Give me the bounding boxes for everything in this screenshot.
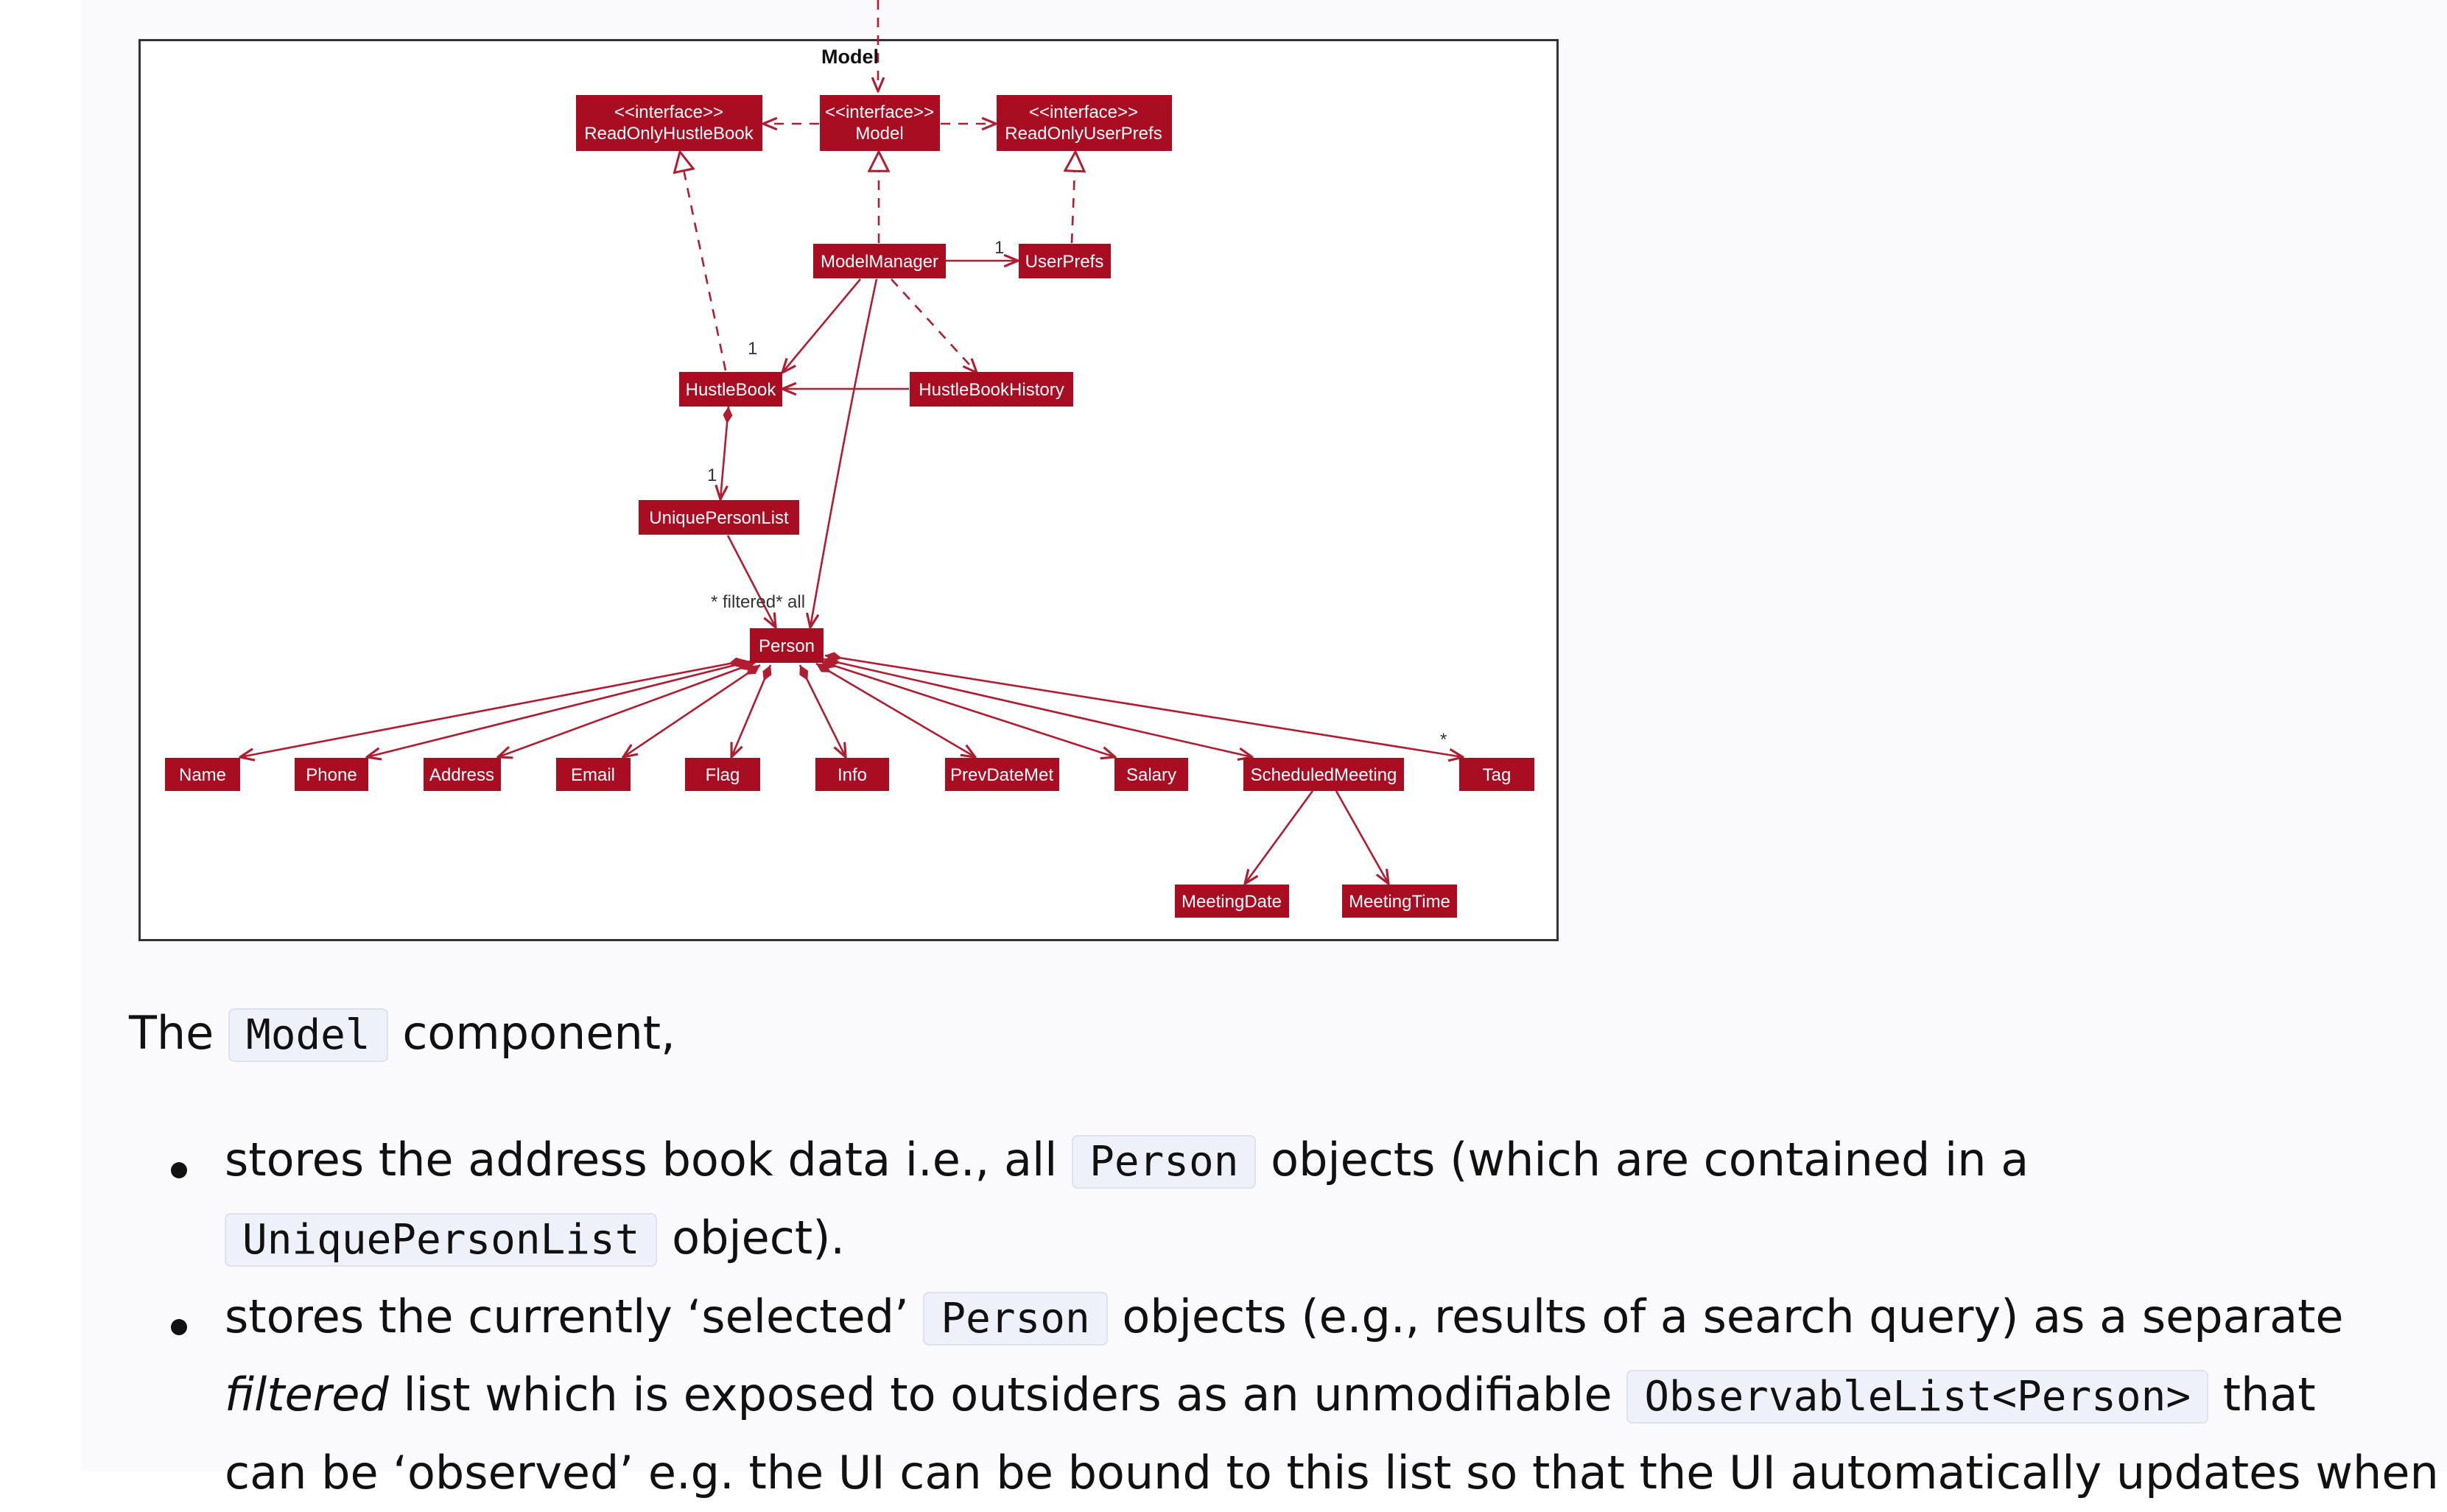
scheduledmeeting-meetingtime-edge: [1335, 790, 1388, 884]
multiplicity-hustlebook: 1: [748, 339, 757, 359]
bullet-2-text-4: that: [2208, 1368, 2316, 1421]
bullet-1-text-1: stores the address book data i.e., all: [225, 1133, 1072, 1186]
model-name: Model: [855, 124, 903, 144]
class-hustlebook[interactable]: HustleBook: [679, 372, 782, 407]
class-hustlebookhistory[interactable]: HustleBookHistory: [910, 372, 1073, 407]
class-model[interactable]: <<interface>> Model: [820, 95, 940, 151]
bullet-dot-2: [171, 1319, 187, 1335]
diagram-edges: [240, 0, 1463, 884]
person-prevdatemet-edge: [815, 662, 975, 757]
package-title: Model: [821, 46, 879, 68]
class-uniquepersonlist[interactable]: UniquePersonList: [639, 500, 799, 535]
hustlebookhistory-name: HustleBookHistory: [919, 380, 1064, 400]
flag-class-name: Flag: [706, 765, 740, 785]
class-modelmanager[interactable]: ModelManager: [813, 244, 946, 278]
salary-class-name: Salary: [1126, 765, 1176, 785]
meetingtime-class-name: MeetingTime: [1349, 892, 1450, 912]
model-class-diagram: Model <<interface>> ReadOnlyHustleBook <…: [165, 0, 1534, 918]
person-name-edge: [240, 661, 746, 757]
tag-class-name: Tag: [1483, 765, 1512, 785]
multiplicity-tag: *: [1440, 730, 1447, 750]
info-class-name: Info: [838, 765, 867, 785]
class-flag[interactable]: Flag: [685, 758, 760, 791]
userprefs-implements-readonlyuserprefs-edge: [1072, 152, 1075, 244]
bullet-2-line-2: filtered list which is exposed to outsid…: [225, 1356, 2316, 1436]
person-salary-edge: [820, 661, 1115, 757]
bullet-dot-1: [171, 1162, 187, 1178]
class-readonlyuserprefs[interactable]: <<interface>> ReadOnlyUserPrefs: [997, 95, 1172, 151]
hustlebook-composes-uniquepersonlist-edge: [720, 406, 729, 499]
bullet-1-code-uniquepersonlist: UniquePersonList: [225, 1213, 658, 1267]
modelmanager-to-hustlebook-edge: [782, 278, 861, 373]
address-class-name: Address: [429, 765, 494, 785]
bullet-2-text-2: objects (e.g., results of a search query…: [1107, 1290, 2344, 1343]
class-userprefs[interactable]: UserPrefs: [1019, 244, 1111, 278]
class-phone[interactable]: Phone: [295, 758, 368, 791]
bullet-1-text-3: object).: [657, 1211, 846, 1265]
bullet-2-code-person: Person: [923, 1292, 1108, 1346]
multiplicity-userprefs: 1: [994, 238, 1004, 258]
hustlebook-implements-readonlyhustlebook-edge: [680, 152, 727, 371]
readonlyhustlebook-name: ReadOnlyHustleBook: [584, 124, 754, 144]
person-info-edge: [798, 664, 846, 757]
intro-code-model: Model: [228, 1008, 388, 1062]
bullet-2-line-3: can be ‘observed’ e.g. the UI can be bou…: [225, 1434, 2439, 1512]
person-tag-edge: [824, 655, 1463, 757]
multiplicity-uniquepersonlist: 1: [707, 465, 717, 485]
class-readonlyhustlebook[interactable]: <<interface>> ReadOnlyHustleBook: [576, 95, 762, 151]
intro-text-before: The: [129, 1006, 229, 1060]
class-address[interactable]: Address: [424, 758, 501, 791]
person-role-labels: * filtered* all: [711, 592, 805, 612]
person-address-edge: [498, 663, 756, 757]
bullet-2-code-observablelist: ObservableList<Person>: [1626, 1370, 2209, 1424]
class-email[interactable]: Email: [556, 758, 631, 791]
person-email-edge: [623, 664, 761, 757]
bullet-2-text-3: list which is exposed to outsiders as an…: [388, 1368, 1627, 1421]
bullet-2-text-1: stores the currently ‘selected’: [225, 1290, 924, 1343]
class-salary[interactable]: Salary: [1114, 758, 1188, 791]
class-scheduledmeeting[interactable]: ScheduledMeeting: [1243, 758, 1404, 791]
readonlyuserprefs-name: ReadOnlyUserPrefs: [1005, 124, 1162, 144]
readonlyhustlebook-stereotype: <<interface>>: [614, 102, 723, 122]
modelmanager-name: ModelManager: [821, 252, 938, 272]
person-flag-edge: [731, 664, 770, 757]
userprefs-name: UserPrefs: [1025, 252, 1104, 272]
bullet-1-line-1: stores the address book data i.e., all P…: [225, 1121, 2029, 1201]
person-attribute-edges: [240, 655, 1463, 757]
bullet-1-code-person: Person: [1072, 1135, 1257, 1189]
class-meetingdate[interactable]: MeetingDate: [1175, 885, 1289, 918]
email-class-name: Email: [571, 765, 615, 785]
modelmanager-to-person-edge: [810, 278, 878, 627]
scheduledmeeting-meetingdate-edge: [1245, 790, 1314, 884]
modelmanager-to-hustlebookhistory-edge: [891, 278, 977, 373]
hustlebook-name: HustleBook: [686, 380, 777, 400]
uniquepersonlist-name: UniquePersonList: [649, 508, 789, 528]
bullet-2-text-5: can be ‘observed’ e.g. the UI can be bou…: [225, 1446, 2439, 1499]
intro-text-after: component,: [387, 1006, 675, 1060]
class-person[interactable]: Person: [750, 628, 824, 663]
bullet-1-text-2: objects (which are contained in a: [1256, 1133, 2029, 1186]
model-stereotype: <<interface>>: [825, 102, 934, 122]
name-class-name: Name: [179, 765, 226, 785]
class-info[interactable]: Info: [815, 758, 889, 791]
bullet-2-line-1: stores the currently ‘selected’ Person o…: [225, 1278, 2344, 1358]
bullet-2-emphasis: filtered: [225, 1368, 389, 1421]
phone-class-name: Phone: [306, 765, 357, 785]
meetingdate-class-name: MeetingDate: [1182, 892, 1282, 912]
scheduledmeeting-class-name: ScheduledMeeting: [1251, 765, 1397, 785]
bullet-1-line-2: UniquePersonList object).: [225, 1199, 845, 1279]
class-name[interactable]: Name: [165, 758, 240, 791]
class-tag[interactable]: Tag: [1459, 758, 1534, 791]
prevdatemet-class-name: PrevDateMet: [950, 765, 1053, 785]
person-phone-edge: [367, 661, 751, 757]
uniquepersonlist-to-person-edge: [726, 535, 776, 627]
person-scheduledmeeting-edge: [823, 659, 1252, 757]
class-prevdatemet[interactable]: PrevDateMet: [945, 758, 1059, 791]
class-meetingtime[interactable]: MeetingTime: [1342, 885, 1457, 918]
person-name: Person: [759, 636, 815, 656]
readonlyuserprefs-stereotype: <<interface>>: [1029, 102, 1138, 122]
intro-sentence: The Model component,: [129, 994, 675, 1075]
